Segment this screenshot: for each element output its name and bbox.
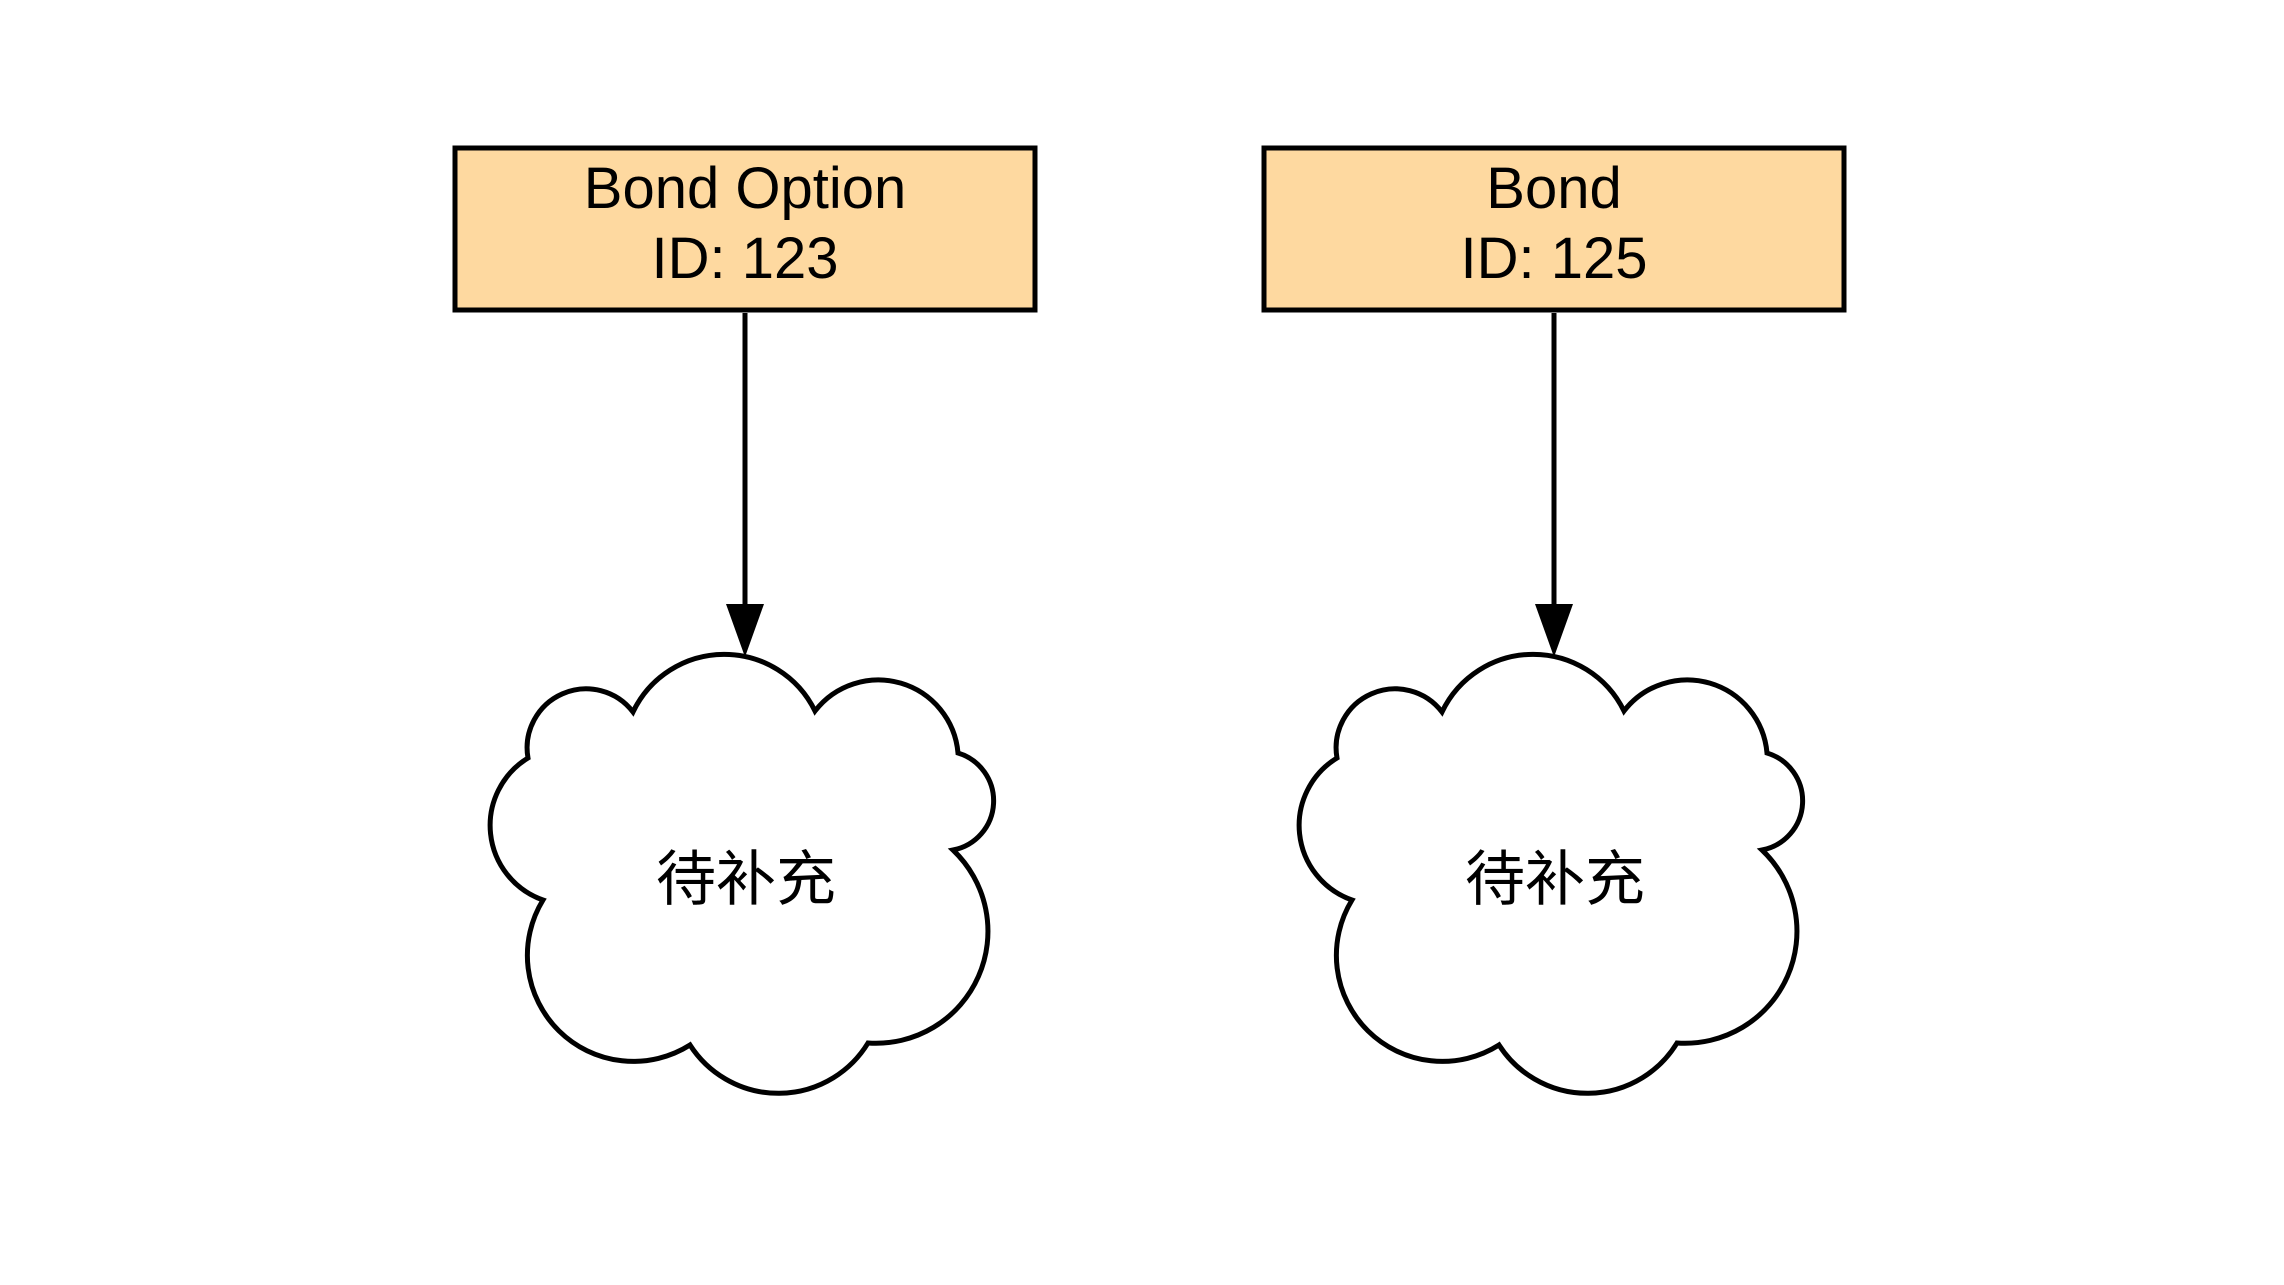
bond-option-flow: Bond Option ID: 123 待补充 [452, 145, 1038, 1096]
bond-option-title: Bond Option [584, 156, 906, 221]
bond-node [1261, 145, 1847, 313]
arrowhead-icon [1535, 604, 1573, 657]
bond-option-node [452, 145, 1038, 313]
arrowhead-icon [726, 604, 764, 657]
cloud-label: 待补充 [1465, 846, 1645, 913]
cloud-group: 待补充 [487, 651, 997, 1096]
bond-option-id: ID: 123 [652, 226, 839, 291]
connector-arrow [726, 313, 764, 657]
cloud-shape [487, 651, 997, 1096]
cloud-shape [1296, 651, 1806, 1096]
bond-title: Bond [1486, 156, 1621, 221]
cloud-group: 待补充 [1296, 651, 1806, 1096]
bond-flow: Bond ID: 125 待补充 [1261, 145, 1847, 1096]
bond-id: ID: 125 [1461, 226, 1648, 291]
connector-arrow [1535, 313, 1573, 657]
cloud-label: 待补充 [656, 846, 836, 913]
